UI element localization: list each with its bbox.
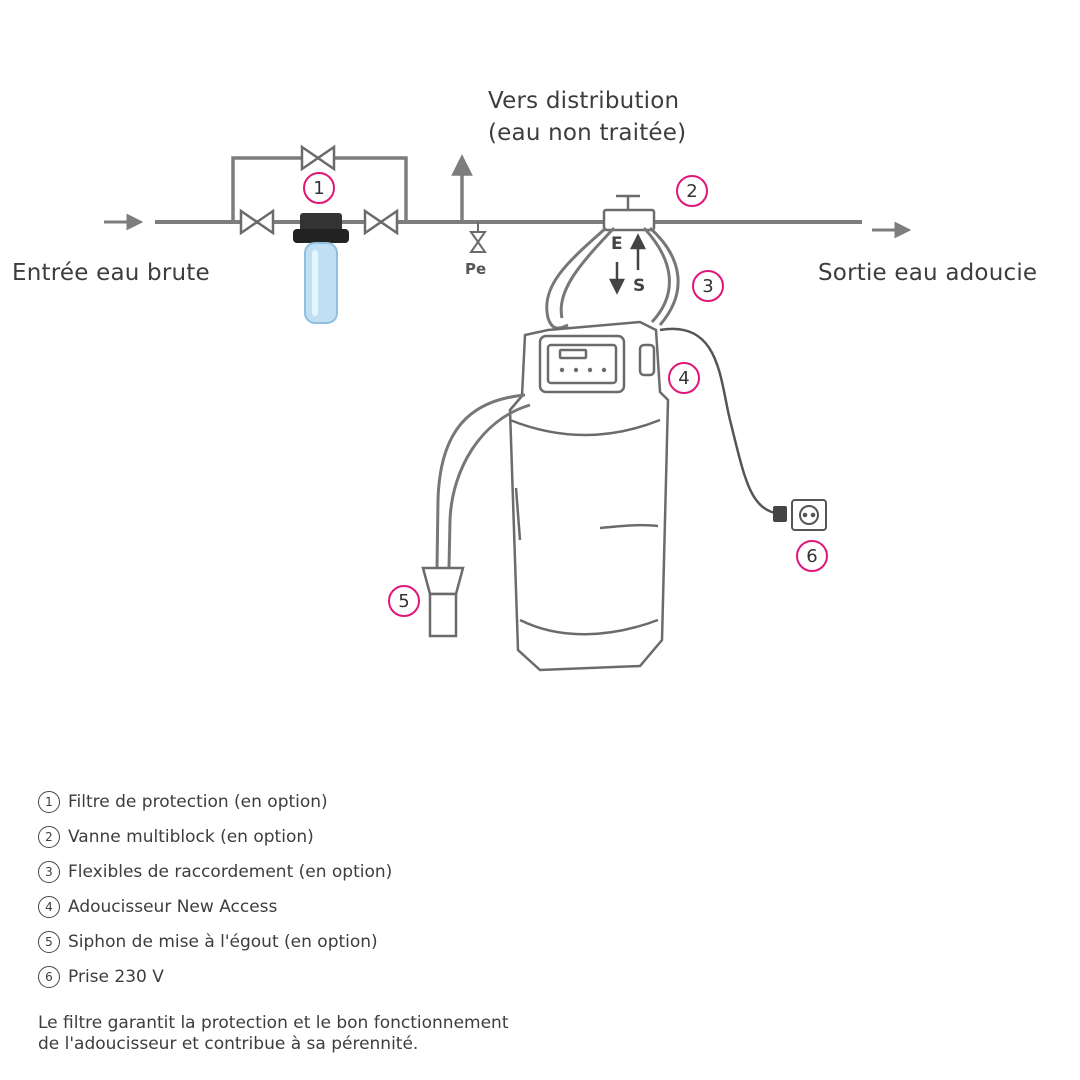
drain-funnel <box>421 566 465 638</box>
main-pipe <box>155 156 862 224</box>
valve-icon-left <box>239 208 275 236</box>
footnote: Le filtre garantit la protection et le b… <box>38 1013 509 1055</box>
valve-icon-bypass <box>300 144 336 172</box>
legend-item: 1 Filtre de protection (en option) <box>38 784 392 819</box>
multiblock-valve <box>602 194 656 232</box>
legend-text: Filtre de protection (en option) <box>68 791 328 812</box>
legend-item: 2 Vanne multiblock (en option) <box>38 819 392 854</box>
power-cord <box>659 327 781 516</box>
outlet-label: Sortie eau adoucie <box>818 260 1038 286</box>
distribution-label-line2: (eau non traitée) <box>488 120 687 146</box>
distribution-label-line1: Vers distribution <box>488 88 680 114</box>
callout-6: 6 <box>796 540 828 572</box>
legend-text: Flexibles de raccordement (en option) <box>68 861 393 882</box>
legend-number: 2 <box>38 825 60 848</box>
legend-text: Siphon de mise à l'égout (en option) <box>68 931 378 952</box>
footnote-line1: Le filtre garantit la protection et le b… <box>38 1013 509 1033</box>
legend-number: 6 <box>38 965 60 988</box>
callout-1: 1 <box>303 172 335 204</box>
legend-number: 1 <box>38 790 60 813</box>
legend: 1 Filtre de protection (en option) 2 Van… <box>38 784 392 994</box>
inlet-label: Entrée eau brute <box>12 260 210 286</box>
distribution-arrow <box>451 154 473 222</box>
filter-housing <box>293 213 349 324</box>
sample-valve-icon <box>469 222 487 253</box>
flow-arrows <box>608 233 647 295</box>
callout-5: 5 <box>388 585 420 617</box>
legend-text: Adoucisseur New Access <box>68 896 278 917</box>
footnote-line2: de l'adoucisseur et contribue à sa péren… <box>38 1034 419 1054</box>
legend-item: 3 Flexibles de raccordement (en option) <box>38 854 392 889</box>
power-socket-icon <box>791 499 827 531</box>
plug <box>773 506 787 522</box>
inlet-arrow <box>104 213 144 231</box>
inlet-e-label: E <box>611 234 623 254</box>
softener-buttons <box>559 367 607 373</box>
outlet-s-label: S <box>633 276 646 296</box>
pe-label: Pe <box>465 260 487 278</box>
callout-2: 2 <box>676 175 708 207</box>
legend-number: 3 <box>38 860 60 883</box>
callout-4: 4 <box>668 362 700 394</box>
outlet-arrow <box>872 221 912 239</box>
legend-number: 4 <box>38 895 60 918</box>
legend-item: 6 Prise 230 V <box>38 959 392 994</box>
valve-icon-right <box>363 208 399 236</box>
legend-item: 5 Siphon de mise à l'égout (en option) <box>38 924 392 959</box>
softener-unit <box>508 320 670 672</box>
legend-number: 5 <box>38 930 60 953</box>
drain-hoses <box>435 393 531 569</box>
legend-text: Vanne multiblock (en option) <box>68 826 314 847</box>
legend-text: Prise 230 V <box>68 966 164 987</box>
callout-3: 3 <box>692 270 724 302</box>
legend-item: 4 Adoucisseur New Access <box>38 889 392 924</box>
